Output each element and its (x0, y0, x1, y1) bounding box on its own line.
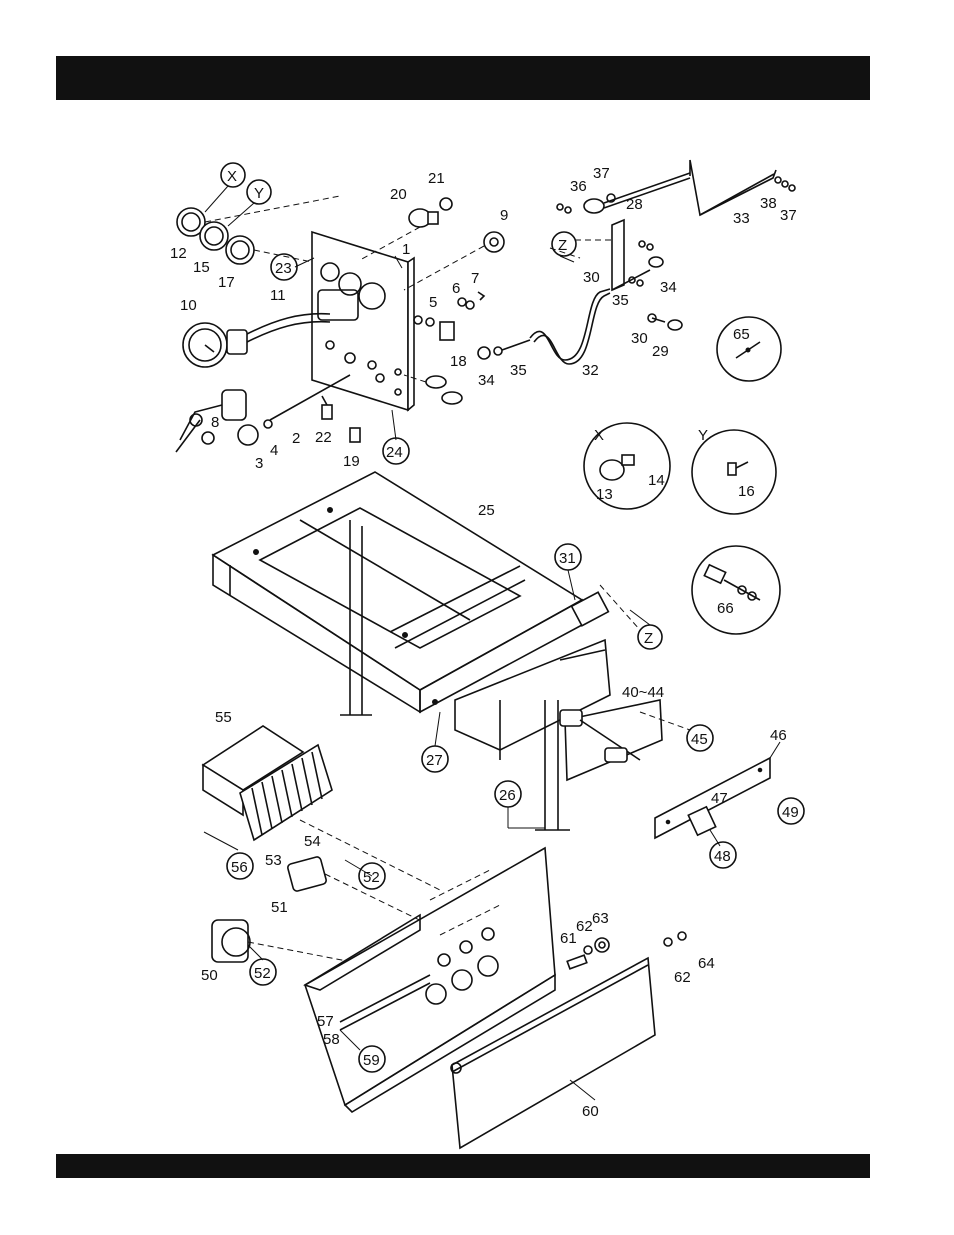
callout-5: 5 (429, 294, 437, 311)
panel-plate-edge (408, 258, 414, 410)
callout-58: 58 (323, 1031, 340, 1048)
callout-34-upper: 34 (660, 279, 677, 296)
callout-25: 25 (478, 502, 495, 519)
callout-17: 17 (218, 274, 235, 291)
callout-27: 27 (426, 752, 443, 769)
callout-46: 46 (770, 727, 787, 744)
terminal-mount (535, 700, 690, 830)
callout-4: 4 (270, 442, 278, 459)
callout-56: 56 (231, 859, 248, 876)
callout-45: 45 (691, 731, 708, 748)
callout-8: 8 (211, 414, 219, 431)
callout-23: 23 (275, 260, 292, 277)
callout-3: 3 (255, 455, 263, 472)
callout-19: 19 (343, 453, 360, 470)
callout-57: 57 (317, 1013, 334, 1030)
callout-35-upper: 35 (612, 292, 629, 309)
callout-22: 22 (315, 429, 332, 446)
callout-63: 63 (592, 910, 609, 927)
callout-y: Y (254, 185, 264, 202)
frame-top-outline (213, 472, 582, 690)
callout-6: 6 (452, 280, 460, 297)
callout-14: 14 (648, 472, 665, 489)
callout-35-lower: 35 (510, 362, 527, 379)
callout-47: 47 (711, 790, 728, 807)
callout-30-upper: 30 (583, 269, 600, 286)
callout-20: 20 (390, 186, 407, 203)
callout-x: X (227, 168, 237, 185)
callout-53: 53 (265, 852, 282, 869)
callout-z-top: Z (558, 237, 567, 254)
callout-54: 54 (304, 833, 321, 850)
callout-49: 49 (782, 804, 799, 821)
callout-31: 31 (559, 550, 576, 567)
callout-36: 36 (570, 178, 587, 195)
control-panel-assembly (176, 196, 530, 452)
callout-62-right: 62 (674, 969, 691, 986)
callout-37-top: 37 (593, 165, 610, 182)
callout-28: 28 (626, 196, 643, 213)
callout-48: 48 (714, 848, 731, 865)
callout-26: 26 (499, 787, 516, 804)
panel-plate (312, 232, 408, 410)
callout-55: 55 (215, 709, 232, 726)
callout-34-lower: 34 (478, 372, 495, 389)
callout-61: 61 (560, 930, 577, 947)
callout-38: 38 (760, 195, 777, 212)
knob (238, 425, 258, 445)
callout-65: 65 (733, 326, 750, 343)
callout-z-frame: Z (644, 630, 653, 647)
detail-66 (692, 546, 780, 634)
callout-32: 32 (582, 362, 599, 379)
callout-66: 66 (717, 600, 734, 617)
callout-16: 16 (738, 483, 755, 500)
callout-52-upper: 52 (363, 869, 380, 886)
ignition-switch (222, 390, 246, 420)
callout-1: 1 (402, 241, 410, 258)
callout-52-lower: 52 (254, 965, 271, 982)
callout-60: 60 (582, 1103, 599, 1120)
outlet-51 (287, 856, 327, 892)
callout-29: 29 (652, 343, 669, 360)
callout-30-lower: 30 (631, 330, 648, 347)
receptacle-50 (212, 920, 248, 962)
callout-12: 12 (170, 245, 187, 262)
callout-33: 33 (733, 210, 750, 227)
callout-24: 24 (386, 444, 403, 461)
bracket-28 (612, 220, 624, 290)
callout-x-detail: X (594, 427, 604, 444)
callout-2: 2 (292, 430, 300, 447)
callout-y-detail: Y (698, 427, 708, 444)
callout-40-44: 40~44 (622, 684, 664, 701)
callout-64: 64 (698, 955, 715, 972)
callout-51: 51 (271, 899, 288, 916)
callout-11: 11 (270, 287, 286, 304)
callout-62-left: 62 (576, 918, 593, 935)
callout-15: 15 (193, 259, 210, 276)
callout-50: 50 (201, 967, 218, 984)
callout-7: 7 (471, 270, 479, 287)
callout-9: 9 (500, 207, 508, 224)
callout-37-right: 37 (780, 207, 797, 224)
callout-13: 13 (596, 486, 613, 503)
callout-10: 10 (180, 297, 197, 314)
callout-59: 59 (363, 1052, 380, 1069)
gauge-group (177, 208, 254, 264)
callout-21: 21 (428, 170, 445, 187)
callout-18: 18 (450, 353, 467, 370)
detail-views (584, 317, 781, 634)
